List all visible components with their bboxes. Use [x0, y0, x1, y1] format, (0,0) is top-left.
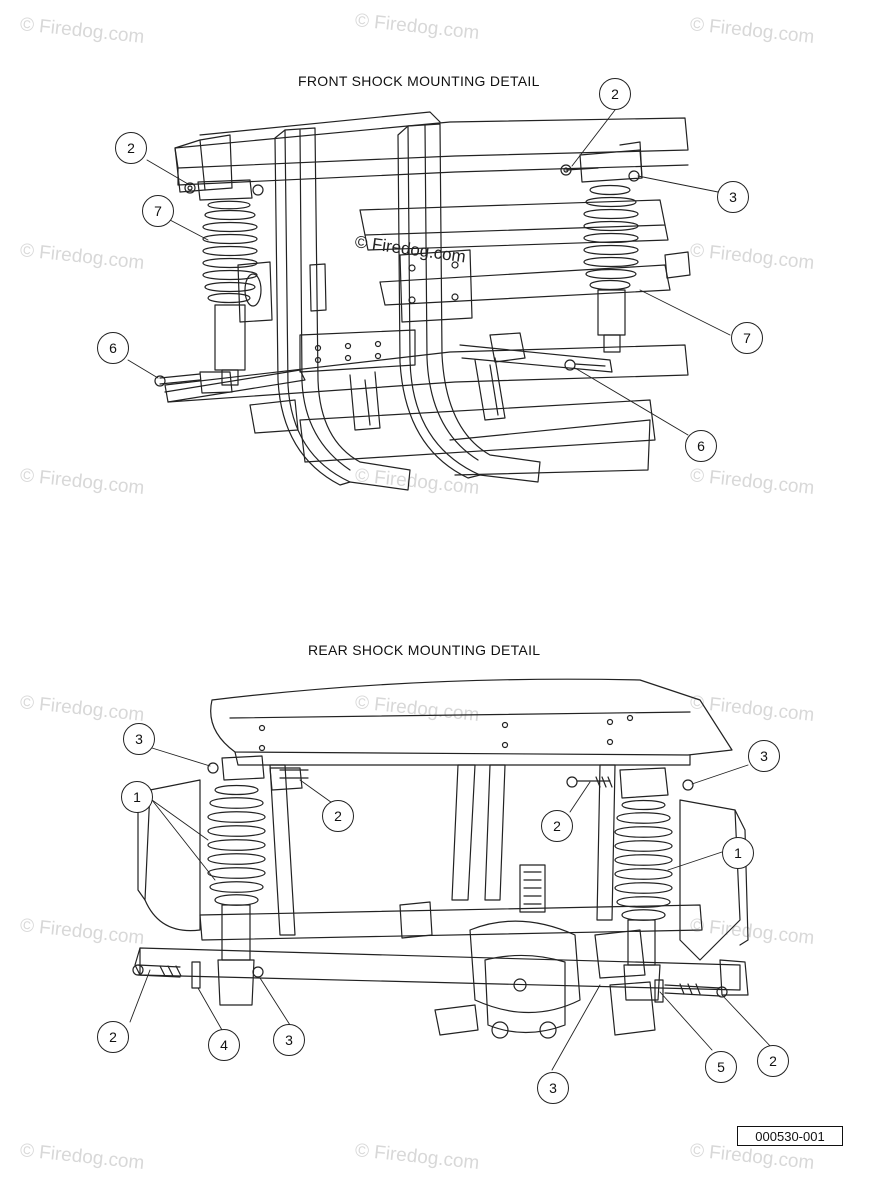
front-right-shock-assembly — [460, 142, 690, 372]
rear-callout: 3 — [273, 1024, 305, 1056]
rear-callout: 2 — [322, 800, 354, 832]
rear-section-title: REAR SHOCK MOUNTING DETAIL — [308, 642, 541, 658]
rear-differential — [400, 865, 655, 1038]
front-callout: 2 — [115, 132, 147, 164]
rear-callout: 1 — [722, 837, 754, 869]
front-callout: 3 — [717, 181, 749, 213]
rear-callout: 2 — [97, 1021, 129, 1053]
rear-callout: 4 — [208, 1029, 240, 1061]
front-callout: 2 — [599, 78, 631, 110]
rear-callout: 2 — [541, 810, 573, 842]
rear-callout: 3 — [537, 1072, 569, 1104]
front-leader-lines — [128, 110, 730, 435]
front-callout: 6 — [97, 332, 129, 364]
rear-callout: 5 — [705, 1051, 737, 1083]
document-number: 000530-001 — [737, 1126, 843, 1146]
rear-left-shock-assembly — [133, 756, 308, 1005]
front-frame — [165, 112, 688, 475]
rear-callout: 3 — [123, 723, 155, 755]
rear-leader-lines — [130, 748, 772, 1070]
front-section-title: FRONT SHOCK MOUNTING DETAIL — [298, 73, 540, 89]
rear-callout: 3 — [748, 740, 780, 772]
rear-right-shock-assembly — [567, 768, 727, 1002]
front-callout: 6 — [685, 430, 717, 462]
front-callout: 7 — [142, 195, 174, 227]
rear-callout: 2 — [757, 1045, 789, 1077]
rear-callout: 1 — [121, 781, 153, 813]
front-callout: 7 — [731, 322, 763, 354]
front-under-structure — [250, 358, 505, 433]
front-left-shock-assembly — [155, 180, 305, 402]
front-curved-uprights — [275, 124, 540, 490]
